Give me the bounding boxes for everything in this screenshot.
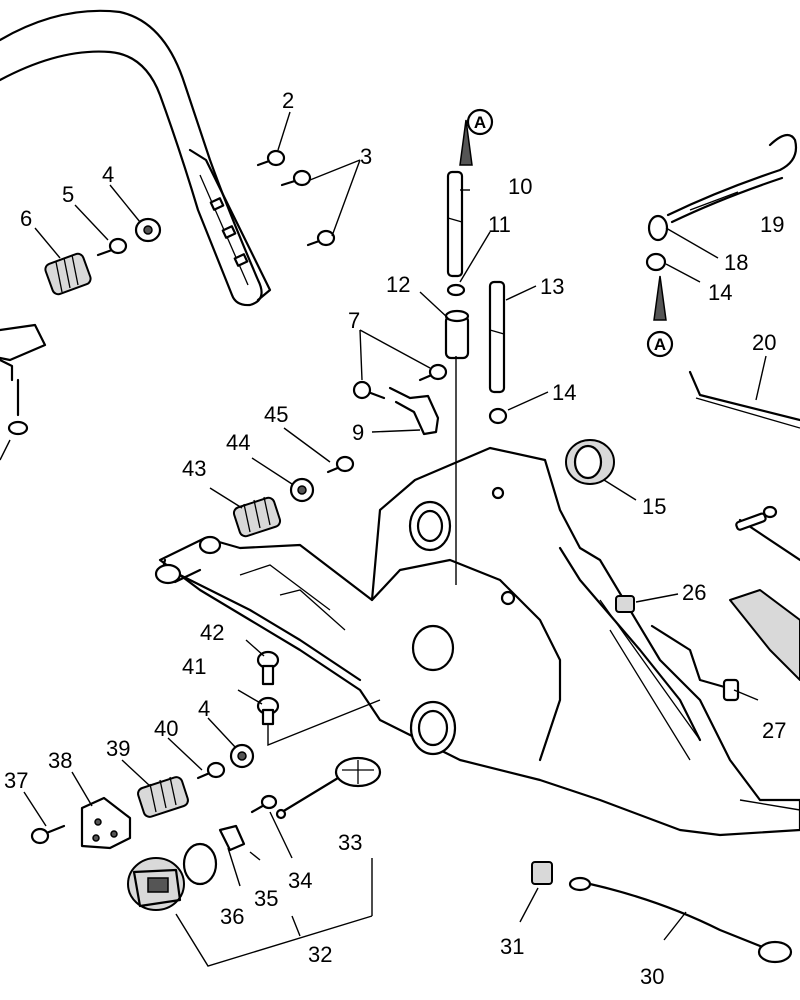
cable-20 [688,370,800,429]
callout-labels: 2 3 4 5 6 10 11 12 13 7 14 9 45 44 43 15… [4,88,786,989]
callout-14-right: 14 [708,280,732,305]
fuel-line-19 [666,133,798,224]
callout-9: 9 [352,420,364,445]
reference-a-bottom: A [654,335,666,354]
callout-36: 36 [220,904,244,929]
callout-18: 18 [724,250,748,275]
bracket-9 [388,386,440,436]
clip-26 [615,595,635,613]
side-bracket-fragment [0,323,47,461]
washer-11 [446,283,466,297]
callout-27: 27 [762,718,786,743]
callout-13: 13 [540,274,564,299]
grommet-14-mid [488,407,508,425]
nut-44 [289,477,315,503]
callout-14-mid: 14 [552,380,576,405]
callout-37: 37 [4,768,28,793]
callout-4-bottom: 4 [198,696,210,721]
callout-44: 44 [226,430,250,455]
screw-37 [30,824,66,845]
grommet-14-right [645,252,667,272]
callout-6: 6 [20,206,32,231]
callout-26: 26 [682,580,706,605]
callout-31: 31 [500,934,524,959]
callout-15: 15 [642,494,666,519]
leader-lines [23,111,800,941]
leader-41-housing [267,699,381,747]
callout-3: 3 [360,144,372,169]
callout-43: 43 [182,456,206,481]
callout-10: 10 [508,174,532,199]
nut-4-bottom [229,743,255,769]
screw-3a [280,169,312,187]
callout-40: 40 [154,716,178,741]
callout-34: 34 [288,868,312,893]
screw-5 [96,237,128,257]
cap-32 [127,857,185,911]
cable-30 [568,876,793,964]
reference-a-top: A [474,113,486,132]
reference-arrow-top: A [459,108,494,166]
main-housing [154,446,800,837]
callout-35: 35 [254,886,278,911]
callout-5: 5 [62,182,74,207]
callout-41: 41 [182,654,206,679]
screw-3b [306,229,336,247]
fitting-18 [647,214,669,242]
bushing-12 [444,309,470,360]
callout-2: 2 [282,88,294,113]
callout-33: 33 [338,830,362,855]
spring-6 [44,252,92,296]
bracket-32 [175,913,373,967]
spring-43 [232,496,282,538]
screw-2 [256,149,286,167]
lever-27 [650,624,740,702]
clip-31 [531,861,553,885]
front-handle [0,9,272,307]
callout-4-top: 4 [102,162,114,187]
stud-41 [256,696,280,726]
callout-39: 39 [106,736,130,761]
pin-10 [446,170,464,278]
callout-32: 32 [308,942,332,967]
screw-34 [250,794,278,814]
callout-38: 38 [48,748,72,773]
retainer-35 [218,824,246,852]
callout-12: 12 [386,272,410,297]
right-panel [729,505,800,681]
screw-7b [418,363,448,382]
callout-45: 45 [264,402,288,427]
reference-arrow-bottom: A [646,275,674,358]
mount-15 [565,439,615,485]
screw-45 [326,455,355,474]
callout-11: 11 [488,212,511,237]
tether-33 [275,756,382,820]
nut-4-top [134,217,162,243]
callout-7: 7 [348,308,360,333]
screw-40 [196,761,226,780]
callout-19: 19 [760,212,784,237]
callout-30: 30 [640,964,664,989]
callout-20: 20 [752,330,776,355]
callout-42: 42 [200,620,224,645]
pin-13 [488,280,506,394]
spring-39 [137,776,189,818]
stud-42 [256,650,280,686]
plate-38 [80,796,132,850]
screw-7a [352,380,386,400]
gasket-36 [182,842,218,886]
